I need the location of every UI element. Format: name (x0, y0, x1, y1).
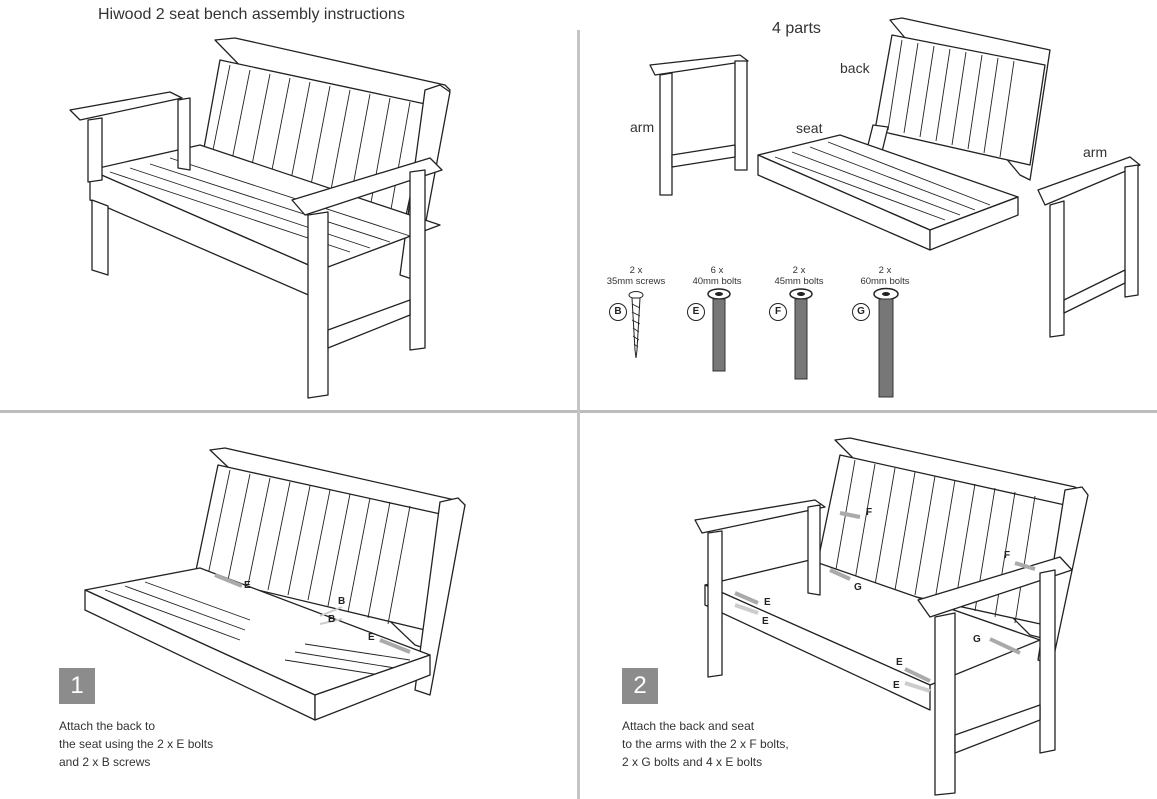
hardware-desc: 45mm bolts (774, 276, 824, 287)
step-number-badge: 2 (622, 668, 658, 704)
callout-g: G (973, 634, 981, 645)
hardware-desc: 60mm bolts (860, 276, 910, 287)
bolt-45mm-icon (789, 288, 813, 380)
label-back: back (840, 60, 870, 76)
step-2-illustration (694, 437, 1089, 796)
parts-illustration (649, 17, 1141, 338)
callout-e: E (893, 680, 900, 691)
hardware-letter-badge: B (609, 303, 627, 321)
step-2-description: Attach the back and seat to the arms wit… (622, 719, 789, 769)
hardware-letter-badge: G (852, 303, 870, 321)
document-title: Hiwood 2 seat bench assembly instruction… (98, 6, 405, 23)
vertical-divider (577, 30, 580, 799)
callout-g: G (854, 582, 862, 593)
assembled-bench-illustration (69, 37, 451, 399)
callout-b: B (338, 596, 346, 607)
hardware-qty: 2 x (629, 265, 643, 276)
label-seat: seat (796, 120, 823, 136)
screw-icon (628, 291, 644, 359)
hardware-qty: 2 x (792, 265, 806, 276)
callout-e: E (896, 657, 903, 668)
callout-e: E (762, 616, 769, 627)
step-number-badge: 1 (59, 668, 95, 704)
callout-f: F (1004, 550, 1011, 561)
hardware-qty: 2 x (878, 265, 892, 276)
hardware-desc: 35mm screws (606, 276, 666, 287)
callout-e: E (368, 632, 375, 643)
callout-b: B (328, 614, 336, 625)
step-1-illustration (84, 447, 466, 721)
hardware-desc: 40mm bolts (692, 276, 742, 287)
label-arm-left: arm (630, 119, 655, 135)
callout-e: E (244, 580, 251, 591)
bolt-60mm-icon (873, 287, 899, 398)
bolt-40mm-icon (707, 288, 731, 372)
label-arm-right: arm (1083, 144, 1108, 160)
callout-f: F (866, 507, 873, 518)
step-1-description: Attach the back to the seat using the 2 … (59, 719, 214, 769)
hardware-letter-badge: F (769, 303, 787, 321)
hardware-letter-badge: E (687, 303, 705, 321)
parts-title: 4 parts (772, 20, 821, 37)
callout-e: E (764, 597, 771, 608)
hardware-qty: 6 x (710, 265, 724, 276)
